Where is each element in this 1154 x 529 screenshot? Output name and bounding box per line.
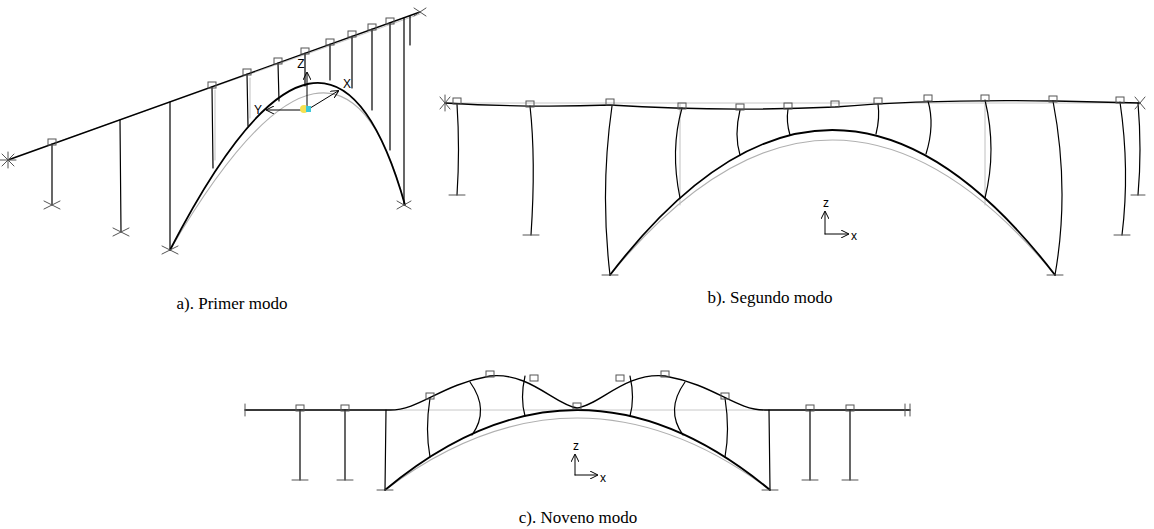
axis-label: z xyxy=(823,197,829,209)
mode-caption: a). Primer modo xyxy=(177,295,288,312)
first-mode-view xyxy=(0,8,426,254)
axis-label: x xyxy=(600,472,606,484)
axis-label: X xyxy=(343,78,351,90)
mode-caption: b). Segundo modo xyxy=(707,289,832,306)
axis-label: z xyxy=(573,440,579,452)
ninth-mode-view xyxy=(245,371,910,490)
mode-caption: c). Noveno modo xyxy=(519,509,638,526)
axis-label: x xyxy=(851,230,857,242)
axis-label: Z xyxy=(297,58,304,70)
second-mode-view xyxy=(440,95,1145,275)
axis-label: Y xyxy=(254,104,262,116)
